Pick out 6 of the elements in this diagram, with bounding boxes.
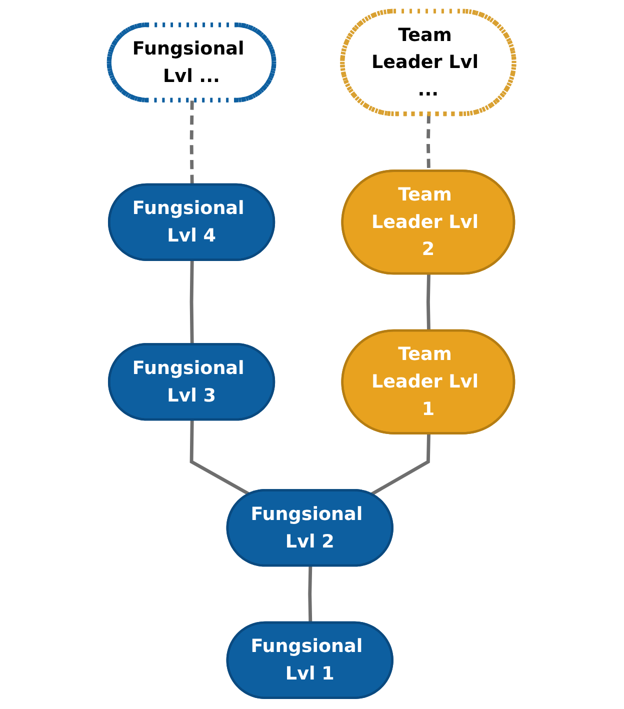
connector xyxy=(190,420,251,496)
connector xyxy=(426,274,431,332)
connector xyxy=(190,100,194,186)
connector xyxy=(308,566,313,624)
connector xyxy=(370,434,431,496)
connector xyxy=(190,260,194,345)
